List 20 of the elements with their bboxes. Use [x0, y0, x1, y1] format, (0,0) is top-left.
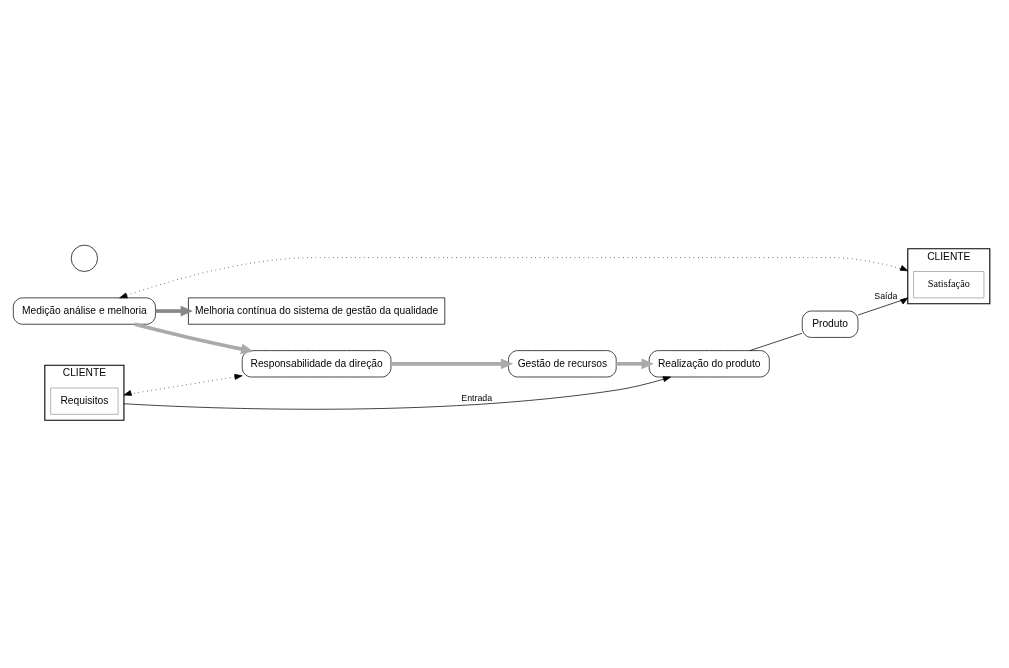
node-box: Melhoria contínua do sistema de gestão da qualidade — [188, 297, 446, 325]
arrow — [134, 322, 254, 354]
arrow — [155, 305, 193, 316]
arrow — [616, 357, 654, 369]
node-box: Responsabilidade da direção — [241, 349, 392, 377]
arrow — [119, 256, 909, 298]
node-circle — [70, 244, 98, 272]
node-box: Gestão de recursos — [508, 349, 617, 377]
node-box: Satisfação — [913, 270, 985, 298]
edge-label: Saída — [874, 290, 898, 301]
node-box: Requisitos — [50, 387, 119, 415]
connector — [749, 332, 803, 351]
arrow — [857, 296, 909, 315]
node-box: Produto — [801, 310, 859, 338]
arrow — [123, 375, 671, 410]
edge-label: Entrada — [461, 392, 493, 403]
arrow — [390, 357, 514, 369]
arrow — [123, 373, 243, 396]
node-box: Realização do produto — [648, 349, 770, 377]
node-box: Medição análise e melhoria — [12, 297, 156, 325]
